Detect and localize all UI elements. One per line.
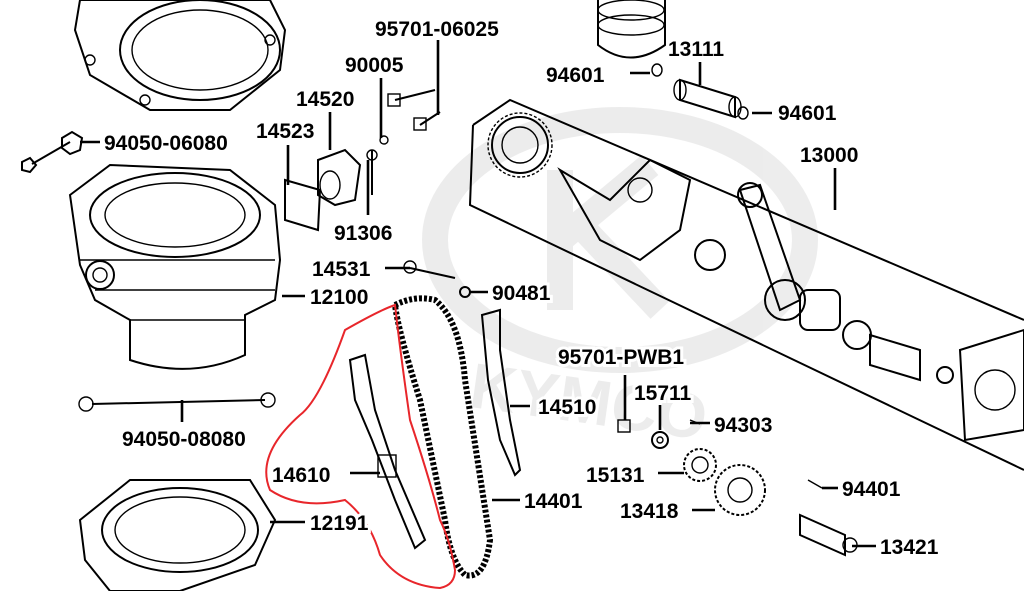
bolt-94050-06080 — [21, 130, 84, 174]
label-14510: 14510 — [538, 396, 596, 419]
label-94601-right: 94601 — [778, 102, 837, 125]
label-95701-06025: 95701-06025 — [375, 18, 499, 41]
label-15131: 15131 — [586, 464, 645, 487]
label-90005: 90005 — [345, 54, 404, 77]
label-94050-08080: 94050-08080 — [122, 428, 246, 451]
gear-parts — [617, 419, 858, 557]
piston-pin — [651, 63, 749, 120]
label-13418: 13418 — [620, 500, 679, 523]
part-labels: 95701-06025 90005 13111 94601 94601 1452… — [101, 15, 942, 562]
label-13000: 13000 — [800, 144, 858, 167]
label-12100: 12100 — [310, 286, 368, 309]
chain-tensioner-slipper — [348, 353, 427, 550]
label-13421: 13421 — [880, 536, 939, 559]
label-90481: 90481 — [492, 282, 551, 305]
cylinder-block — [68, 163, 282, 370]
label-14523: 14523 — [256, 120, 314, 143]
highlight-outline — [265, 303, 457, 590]
leader-lines — [80, 40, 876, 548]
tensioner-assembly — [284, 135, 389, 232]
crankshaft-assembly — [468, 98, 1024, 471]
bolts-95701-06025 — [387, 89, 441, 131]
kymco-watermark: KYMCO — [422, 107, 818, 454]
piston — [597, 0, 666, 59]
chain-guide — [480, 308, 522, 477]
label-94401: 94401 — [842, 478, 901, 501]
label-14520: 14520 — [296, 88, 354, 111]
label-94601-left: 94601 — [546, 64, 605, 87]
label-14610: 14610 — [272, 464, 330, 487]
label-15711: 15711 — [634, 382, 692, 405]
label-13111: 13111 — [668, 38, 724, 61]
bolt-94050-08080 — [78, 392, 276, 412]
label-91306: 91306 — [334, 222, 392, 245]
cam-chain — [391, 295, 494, 579]
label-14531: 14531 — [312, 258, 371, 281]
base-gasket — [78, 479, 277, 591]
label-94050-06080: 94050-06080 — [104, 132, 228, 155]
label-14401: 14401 — [524, 490, 583, 513]
label-94303: 94303 — [714, 414, 772, 437]
head-gasket-top — [73, 0, 287, 111]
label-95701-pwb1: 95701-PWB1 — [558, 346, 684, 369]
label-12191: 12191 — [310, 512, 369, 535]
